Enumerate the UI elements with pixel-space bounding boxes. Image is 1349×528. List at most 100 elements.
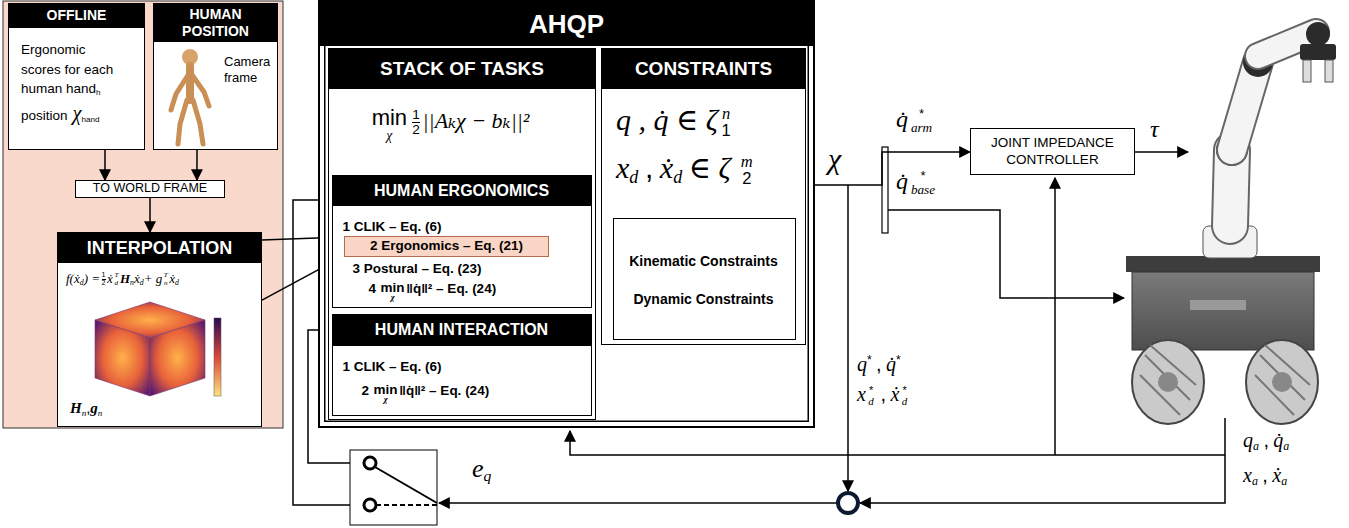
interpolation-box: INTERPOLATIONf(ẋd) =12ẋTdHnẋd+ gTnẋdHn,g…: [57, 232, 262, 427]
text-run: ẋ: [660, 151, 673, 184]
frame-box: TO WORLD FRAME: [75, 180, 225, 198]
text-run: 2: [742, 170, 751, 187]
signal-label: qa,q̇a: [1243, 428, 1289, 454]
ergonomics-box: HUMAN ERGONOMICS1 CLIK – Eq. (6)3 Postur…: [332, 175, 592, 308]
text-run: q: [1243, 429, 1253, 451]
gripper-finger: [1325, 60, 1333, 82]
signal-label: x*d,ẋ*d: [857, 382, 910, 407]
text-run: ,: [881, 383, 887, 405]
text-run: χ: [386, 129, 392, 143]
signal-label: q*,q̇*: [857, 352, 901, 377]
mecanum-wheel: [1246, 340, 1318, 424]
torque-wire: [1135, 151, 1188, 153]
text-block: Kinematic Constraints: [614, 253, 794, 271]
text-run: n: [98, 408, 103, 418]
stacked-script: *d: [902, 385, 908, 407]
text-block: 2 Ergonomics – Eq. (21): [345, 237, 548, 256]
text-run: ẋ: [169, 271, 175, 286]
text-block: q , q̇ ∈ ζn1: [616, 101, 734, 139]
text-run: 2 Ergonomics – Eq. (21): [370, 238, 523, 255]
text-run: n: [130, 278, 134, 287]
input-panel: [3, 1, 283, 428]
text-run: H: [120, 271, 130, 286]
text-run: min: [372, 107, 407, 129]
text-run: *: [869, 385, 873, 396]
error-wire: [439, 502, 838, 504]
text-run: d: [80, 278, 84, 287]
text-block: Hn,gn: [70, 399, 102, 419]
text-block: minχ12||Aₖχ − bₖ||²: [369, 107, 529, 143]
task-stack-box: STACK OF TASKSminχ12||Aₖχ − bₖ||²HUMAN E…: [328, 48, 596, 420]
text-run: position: [21, 108, 68, 123]
text-block: 4minχ‖q̇‖² – Eq. (24): [366, 281, 497, 303]
text-run: ẋ: [134, 271, 140, 286]
mannequin-figure: [171, 49, 209, 144]
fraction: 12: [102, 272, 106, 287]
text-run: d: [868, 396, 874, 407]
stacked-script: n1: [721, 106, 730, 139]
wheel-rollers: [1140, 345, 1310, 415]
text-run: 1 CLIK – Eq. (6): [343, 359, 442, 374]
text-run: d: [140, 278, 144, 287]
text-run: INTERPOLATION: [87, 237, 233, 260]
signal-label: eq: [472, 452, 491, 486]
text-block: TO WORLD FRAME: [76, 181, 224, 197]
text-run: arm: [911, 121, 932, 134]
text-run: ẋ: [107, 271, 113, 286]
text-run: a: [1281, 474, 1287, 488]
text-run: x: [857, 383, 866, 405]
header-band: HUMAN ERGONOMICS: [333, 176, 591, 206]
mannequin-leg: [193, 100, 203, 144]
stacked-script: Tn: [164, 272, 168, 286]
text-run: 2: [412, 123, 420, 137]
mecanum-wheel: [1132, 340, 1204, 424]
sum-junction: [838, 493, 858, 513]
text-run: ∈ ζ: [689, 151, 731, 184]
task-highlight: 2 Ergonomics – Eq. (21): [344, 236, 549, 257]
text-run: *: [919, 107, 924, 120]
text-run: n: [82, 408, 87, 418]
cube-face: [150, 320, 205, 396]
text-block: 1 CLIK – Eq. (6): [343, 359, 442, 376]
text-run: q̇: [896, 106, 908, 132]
text-run: ,: [86, 399, 90, 416]
text-run: q: [857, 353, 867, 375]
text-run: JOINT IMPEDANCE CONTROLLER: [979, 135, 1126, 169]
cube-face: [95, 320, 150, 396]
split-bar: [882, 147, 888, 233]
box-ground: [153, 3, 278, 150]
signal-label: q̇*base: [896, 166, 938, 196]
text-run: ,: [1262, 464, 1268, 486]
stacked-script: minχ: [381, 281, 405, 303]
mode-switch: [350, 450, 437, 525]
text-run: q̇: [1273, 429, 1283, 451]
mannequin-leg: [178, 100, 187, 144]
signal-label: χ: [828, 140, 841, 178]
text-run: f(ẋ: [66, 271, 80, 286]
text-run: τ: [1150, 116, 1159, 142]
switch-contact: [364, 457, 376, 469]
text-run: TO WORLD FRAME: [93, 181, 207, 197]
reference-wire: [847, 185, 849, 491]
text-run: a: [1252, 474, 1258, 488]
robot-illustration: [1126, 22, 1336, 424]
text-run: *: [867, 353, 872, 367]
interaction-box: HUMAN INTERACTION1 CLIK – Eq. (6)2minχ‖q…: [332, 314, 592, 416]
text-run: base: [911, 183, 935, 196]
text-run: CONSTRAINTS: [635, 57, 772, 81]
text-run: h: [96, 88, 101, 97]
text-run: d: [629, 167, 638, 187]
text-run: m: [741, 154, 753, 171]
signal-label: xa,ẋa: [1243, 463, 1287, 489]
text-run: χ: [384, 396, 388, 404]
text-run: min: [381, 281, 405, 295]
text-run: min: [374, 383, 398, 397]
text-block: Camera frame: [224, 54, 276, 87]
cost-cube-plot: [95, 302, 221, 396]
stacked-script: minχ: [372, 107, 407, 143]
text-run: q , q̇ ∈ ζ: [616, 103, 718, 136]
feedback-wire: [1054, 178, 1056, 455]
wheel-hub: [1272, 372, 1292, 392]
switch-lever: [377, 504, 437, 506]
